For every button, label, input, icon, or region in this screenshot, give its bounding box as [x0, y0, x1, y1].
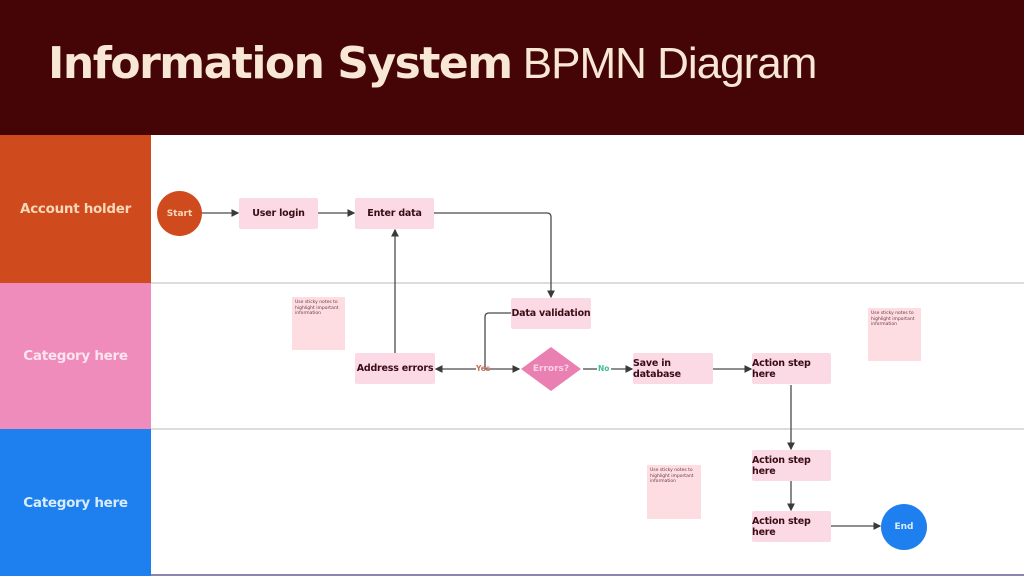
gateway-label: Errors? — [532, 364, 570, 374]
title-light: BPMN Diagram — [511, 39, 818, 88]
task-action-step-3[interactable]: Action step here — [752, 511, 831, 542]
flow-enter-to-validation — [434, 212, 555, 299]
title-bold: Information System — [48, 38, 513, 89]
task-action-step-2[interactable]: Action step here — [752, 450, 831, 481]
page-title: Information System BPMN Diagram — [48, 34, 818, 94]
diamond-shape — [521, 347, 581, 391]
task-enter-data[interactable]: Enter data — [355, 198, 434, 229]
task-data-validation[interactable]: Data validation — [511, 298, 591, 329]
gateway-errors[interactable]: Errors? — [520, 346, 582, 392]
lane-label-category-2: Category here — [0, 283, 151, 429]
task-action-step-1[interactable]: Action step here — [752, 353, 831, 384]
lane-label-account-holder: Account holder — [0, 135, 151, 283]
lane-label-category-3: Category here — [0, 429, 151, 576]
flow-validation-to-gateway — [484, 312, 521, 373]
sticky-note-1[interactable]: Use sticky notes to highlight important … — [292, 297, 345, 350]
start-event[interactable]: Start — [157, 191, 202, 236]
task-save-in-database[interactable]: Save in database — [633, 353, 713, 384]
header-banner: Information System BPMN Diagram — [0, 0, 1024, 135]
task-user-login[interactable]: User login — [239, 198, 318, 229]
flow-label-no: No — [598, 364, 610, 373]
flow-label-yes: Yes — [476, 364, 491, 373]
sticky-note-2[interactable]: Use sticky notes to highlight important … — [868, 308, 921, 361]
sticky-note-3[interactable]: Use sticky notes to highlight important … — [647, 465, 701, 519]
end-event[interactable]: End — [881, 504, 927, 550]
lane-body-3 — [151, 430, 1024, 576]
task-address-errors[interactable]: Address errors — [355, 353, 435, 384]
